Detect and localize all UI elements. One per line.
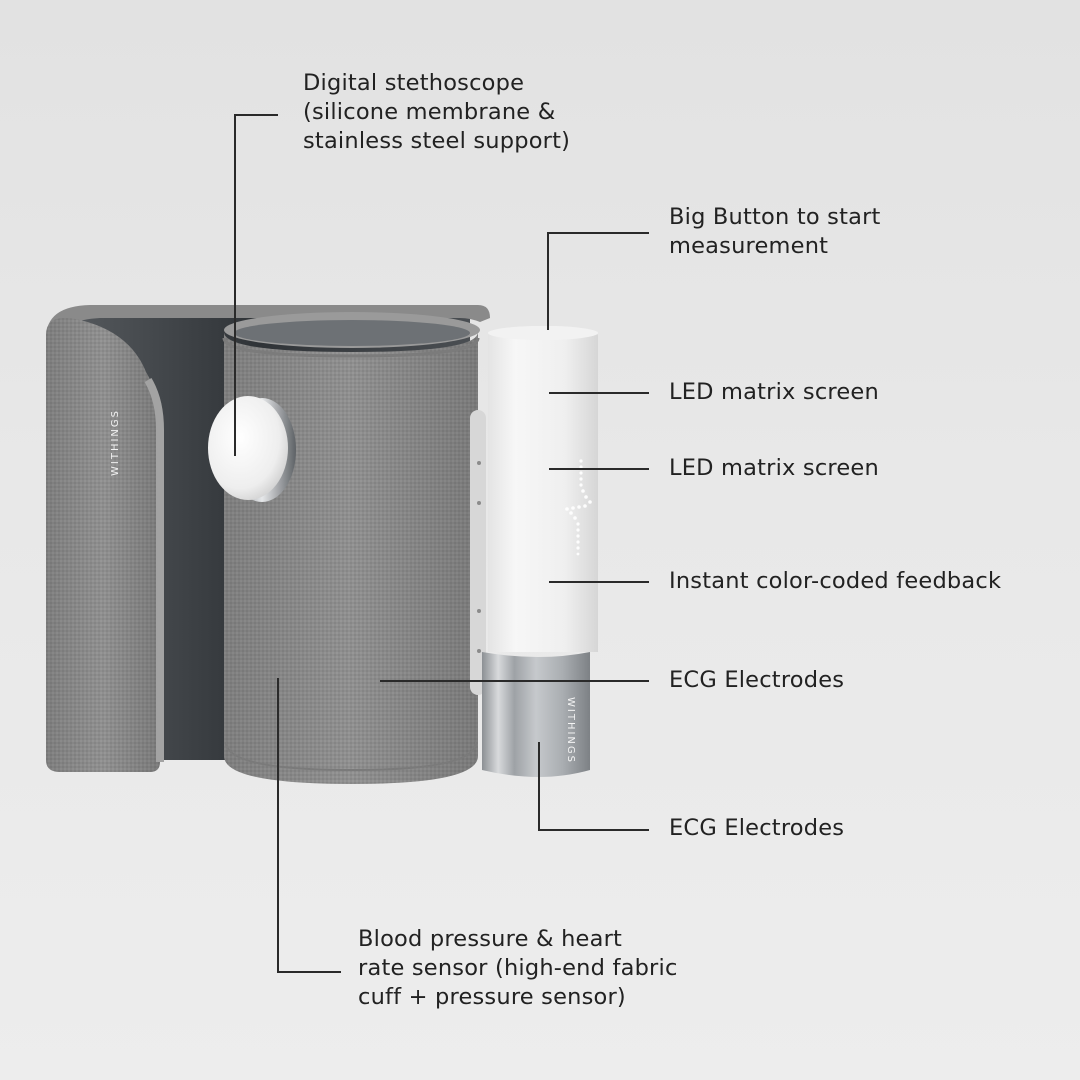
callout-line-big-button-h	[547, 232, 649, 234]
led-matrix-ecg-trace	[565, 459, 592, 556]
callout-line-stethoscope-v	[234, 114, 236, 456]
device-brand-mark: WITHINGS	[565, 697, 576, 764]
callout-line-color-feedback	[549, 581, 649, 583]
callout-line-big-button-v	[547, 232, 549, 330]
callout-label-bp-sensor: Blood pressure & heart rate sensor (high…	[358, 926, 678, 1010]
callout-line-ecg-electrodes-2-v	[538, 742, 540, 829]
callout-label-led-screen-2: LED matrix screen	[669, 455, 879, 481]
callout-label-big-button: Big Button to start measurement	[669, 204, 881, 259]
callout-line-led-screen-1	[549, 392, 649, 394]
callout-label-color-feedback: Instant color-coded feedback	[669, 568, 1002, 594]
callout-label-ecg-electrodes-1: ECG Electrodes	[669, 667, 845, 693]
callout-line-led-screen-2	[549, 468, 649, 470]
cuff-brand-mark: WITHINGS	[110, 409, 121, 476]
callout-line-stethoscope-h	[234, 114, 278, 116]
callout-label-led-screen-1: LED matrix screen	[669, 379, 879, 405]
callout-label-ecg-electrodes-2: ECG Electrodes	[669, 815, 845, 841]
callout-line-ecg-electrodes-1	[380, 680, 649, 682]
callout-line-bp-sensor-v	[277, 678, 279, 971]
callout-line-ecg-electrodes-2-h	[538, 829, 649, 831]
callout-label-stethoscope: Digital stethoscope (silicone membrane &…	[303, 70, 571, 154]
callout-line-bp-sensor-h	[277, 971, 341, 973]
